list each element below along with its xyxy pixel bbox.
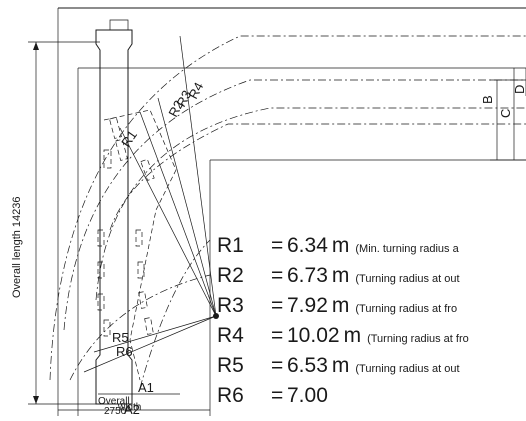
arc-outer-mid: [63, 79, 526, 331]
d-label: D: [512, 85, 526, 94]
r4-label: R4: [185, 80, 206, 102]
spec-r3-unit: m: [331, 294, 350, 317]
arc-inner: [109, 123, 526, 231]
arc-lower: [139, 239, 211, 389]
overall-length-label: Overall length 14236: [11, 196, 23, 298]
spec-r6: R6 =7.00: [217, 385, 338, 407]
radius-lines: [83, 35, 217, 373]
r5-label: R5: [112, 330, 129, 345]
arc-outer-large: [49, 35, 526, 381]
spec-r4-unit: m: [343, 324, 362, 347]
b-label: B: [480, 95, 495, 104]
spec-r4-value: 10.02: [287, 324, 340, 347]
a1-label: A1: [138, 380, 154, 395]
spec-r3-value: 7.92: [287, 294, 328, 317]
spec-r2-value: 6.73: [287, 264, 328, 287]
spec-r1-unit: m: [331, 234, 350, 257]
spec-r5-unit: m: [331, 354, 350, 377]
overall-width-value: 2750: [104, 406, 127, 416]
spec-r2-label: R2: [217, 264, 244, 287]
vehicle-turning-outline: [103, 109, 177, 381]
spec-r4-note: (Turning radius at fro: [367, 333, 469, 345]
truck-chassis: [95, 29, 133, 405]
spec-r4-eq: =: [271, 324, 284, 347]
spec-r6-value: 7.00: [287, 384, 328, 407]
overall-width-label-line2: width: [117, 402, 141, 413]
c-label: C: [498, 109, 513, 118]
spec-r2-eq: =: [271, 264, 284, 287]
truck-cab: [109, 19, 129, 30]
spec-r1-eq: =: [271, 234, 284, 257]
arc-mid: [95, 107, 526, 301]
overall-width-label-line1: Overall: [98, 396, 130, 407]
spec-r6-label: R6: [217, 384, 244, 407]
spec-r5-note: (Turning radius at out: [355, 363, 460, 375]
arc-rear: [69, 274, 211, 381]
spec-r2-unit: m: [331, 264, 350, 287]
r2-label: R2: [165, 98, 186, 120]
spec-r4-label: R4: [217, 324, 244, 347]
spec-r2-note: (Turning radius at out: [355, 273, 460, 285]
spec-r1-value: 6.34: [287, 234, 328, 257]
r6-label: R6: [116, 344, 133, 359]
spec-r5-label: R5: [217, 354, 244, 377]
spec-r3-label: R3: [217, 294, 244, 317]
turning-centre-point: [213, 313, 219, 319]
spec-r5-value: 6.53: [287, 354, 328, 377]
spec-r5-eq: =: [271, 354, 284, 377]
r3-label: R3: [173, 88, 194, 110]
spec-r6-eq: =: [271, 384, 284, 407]
spec-r3-note: (Turning radius at fro: [355, 303, 458, 315]
tires: [97, 116, 155, 337]
a2-label: A2: [124, 402, 140, 416]
spec-r1-label: R1: [217, 234, 244, 257]
spec-r3-eq: =: [271, 294, 284, 317]
spec-r1-note: (Min. turning radius a: [355, 243, 459, 255]
